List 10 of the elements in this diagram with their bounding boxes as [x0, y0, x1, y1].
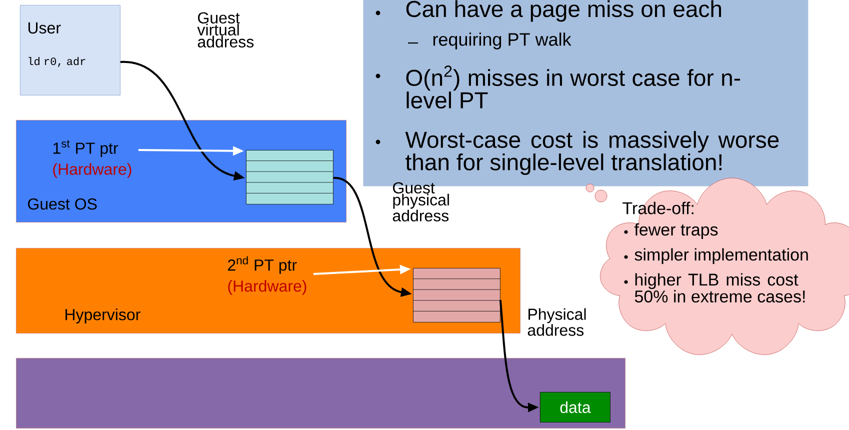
- pointer-label: 2$^{nd}$ PT ptr (Hardware): [228, 256, 306, 295]
- hardware-band: [16, 358, 626, 428]
- data-box: data: [540, 392, 610, 422]
- edge-label: Physical address: [528, 308, 586, 336]
- edge-label: Guest virtual address: [197, 12, 254, 48]
- page-table: [412, 268, 500, 322]
- user-box: User ld r0, adr: [20, 5, 120, 96]
- thought-cloud: Trade-off: fewer traps simpler implementation higher TLB miss cost 50% in extreme cases!: [586, 178, 849, 355]
- pointer-label: 1$^{st}$ PT ptr (Hardware): [53, 140, 132, 178]
- page-table: [246, 150, 334, 204]
